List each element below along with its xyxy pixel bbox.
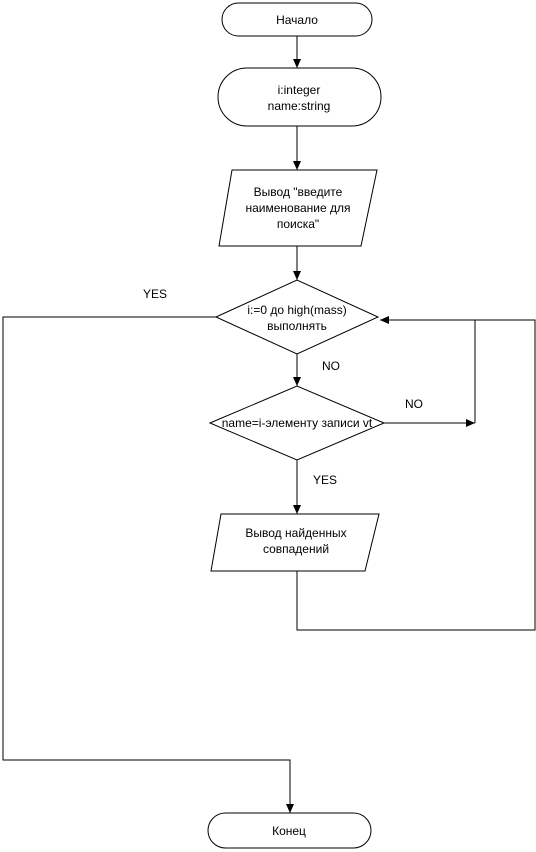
declare-line-2: name:string (268, 99, 331, 113)
end-terminator: Конец (207, 812, 372, 849)
start-label: Начало (276, 13, 318, 27)
loop-no-label: NO (322, 359, 340, 373)
condition-no-label: NO (405, 397, 423, 411)
declaration-block: i:integer name:string (217, 67, 382, 127)
loop-line-1: i:=0 до high(mass) (247, 303, 346, 317)
loop-decision: i:=0 до high(mass) выполнять (214, 279, 380, 355)
output-found-block: Вывод найденных совпадений (210, 513, 380, 572)
output-line-2: совпадений (263, 542, 329, 556)
loop-yes-label: YES (143, 287, 167, 301)
output-line-1: Вывод найденных (245, 526, 346, 540)
input-prompt-block: Вывод "введите наименование для поиска" (218, 169, 378, 247)
loop-back-connector (296, 316, 536, 631)
connectors (2, 36, 536, 813)
condition-label: name=i-элементу записи vt (222, 416, 373, 430)
end-label: Конец (272, 824, 306, 838)
condition-yes-label: YES (313, 473, 337, 487)
declare-line-1: i:integer (278, 83, 321, 97)
start-terminator: Начало (221, 2, 373, 37)
loop-line-2: выполнять (267, 319, 327, 333)
input-line-1: Вывод "введите (254, 185, 343, 199)
input-line-2: наименование для (246, 201, 351, 215)
input-line-3: поиска" (277, 217, 319, 231)
arrow-loop-exit-to-end (2, 316, 294, 813)
condition-decision: name=i-элементу записи vt (208, 385, 386, 461)
